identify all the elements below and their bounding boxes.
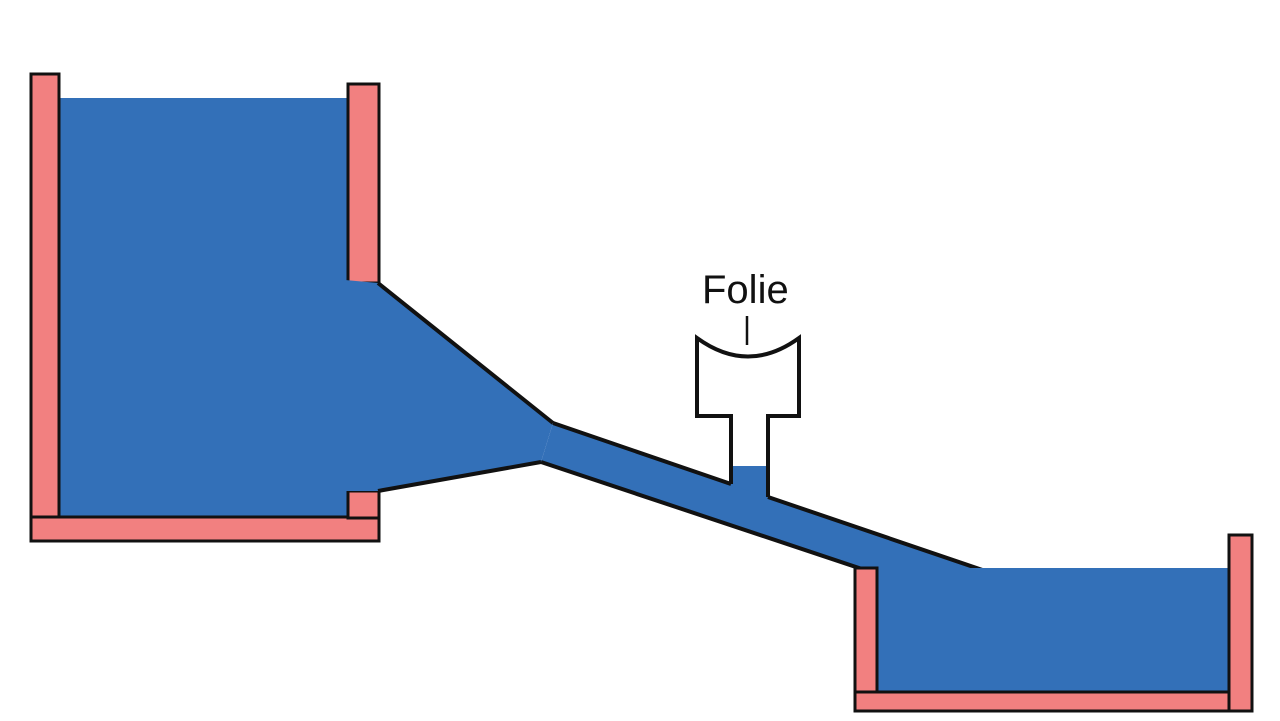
lower-reservoir-left-wall (853, 566, 879, 713)
membrane-label: Folie (702, 268, 789, 312)
lower-reservoir-water (877, 568, 1229, 692)
upper-reservoir-water (59, 98, 349, 518)
stand-tube-water (731, 466, 768, 497)
funnel-water (345, 280, 553, 491)
lower-reservoir (853, 533, 1254, 713)
lower-reservoir-bottom-wall (853, 690, 1254, 713)
upper-reservoir-left-wall (29, 72, 61, 542)
funnel-outline (376, 281, 555, 493)
upper-reservoir-right-wall-upper (346, 82, 381, 285)
stand-tube-outline (695, 334, 801, 497)
upper-reservoir-bottom-wall (29, 515, 381, 543)
lower-reservoir-right-wall (1227, 533, 1254, 713)
upper-reservoir (29, 72, 381, 543)
upper-reservoir-right-wall-lower (346, 489, 381, 520)
